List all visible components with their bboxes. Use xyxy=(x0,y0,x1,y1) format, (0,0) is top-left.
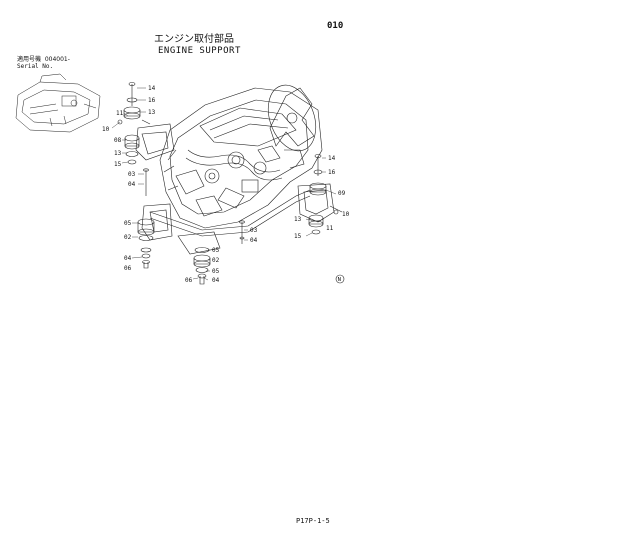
callout-14: 14 xyxy=(328,155,336,162)
callout-09: 09 xyxy=(338,190,346,197)
page-title-japanese: エンジン取付部品 xyxy=(154,34,234,45)
bolt-center xyxy=(239,220,245,244)
direction-mark-letter: N xyxy=(338,277,341,283)
callout-13: 13 xyxy=(148,109,156,116)
callout-05: 05 xyxy=(212,268,220,275)
callout-02: 02 xyxy=(124,234,132,241)
serial-label: Serial No. xyxy=(17,63,54,70)
mount-stack-bottom xyxy=(193,247,211,285)
callout-04: 04 xyxy=(124,255,132,262)
leader-lines xyxy=(111,87,337,281)
machine-thumbnail xyxy=(15,73,101,133)
page-footer-code: P17P-1-5 xyxy=(296,517,330,525)
callout-15: 15 xyxy=(114,161,122,168)
mount-stack-left xyxy=(137,168,155,269)
callout-10: 10 xyxy=(342,211,350,218)
direction-mark: N xyxy=(335,274,345,284)
callout-04: 04 xyxy=(128,181,136,188)
callout-16: 16 xyxy=(148,97,156,104)
callout-16: 16 xyxy=(328,169,336,176)
callout-04: 04 xyxy=(212,277,220,284)
callout-03: 03 xyxy=(250,227,258,234)
callout-13: 13 xyxy=(114,150,122,157)
page-title: ENGINE SUPPORT xyxy=(158,46,241,56)
callout-13: 13 xyxy=(294,216,302,223)
callout-06: 06 xyxy=(124,265,132,272)
engine-assembly xyxy=(135,84,335,255)
callout-14: 14 xyxy=(148,85,156,92)
serial-info: 適用号機 004001- xyxy=(17,57,70,63)
callout-05: 05 xyxy=(212,247,220,254)
callout-04: 04 xyxy=(250,237,258,244)
callout-11: 11 xyxy=(326,225,334,232)
callout-15: 15 xyxy=(294,233,302,240)
callout-10: 10 xyxy=(102,126,110,133)
mount-stack-upper-left xyxy=(117,82,151,165)
serial-value: 004001- xyxy=(44,56,70,63)
page-number: 010 xyxy=(327,21,344,31)
callout-11: 11 xyxy=(116,110,124,117)
callout-05: 05 xyxy=(124,220,132,227)
serial-label-japanese: 適用号機 xyxy=(17,56,42,63)
callout-06: 06 xyxy=(185,277,193,284)
callout-labels: 14 16 13 11 10 08 13 15 03 04 05 02 04 0… xyxy=(102,85,350,284)
callout-02: 02 xyxy=(212,257,220,264)
callout-03: 03 xyxy=(128,171,136,178)
callout-08: 08 xyxy=(114,137,122,144)
mount-stack-right xyxy=(308,154,343,235)
